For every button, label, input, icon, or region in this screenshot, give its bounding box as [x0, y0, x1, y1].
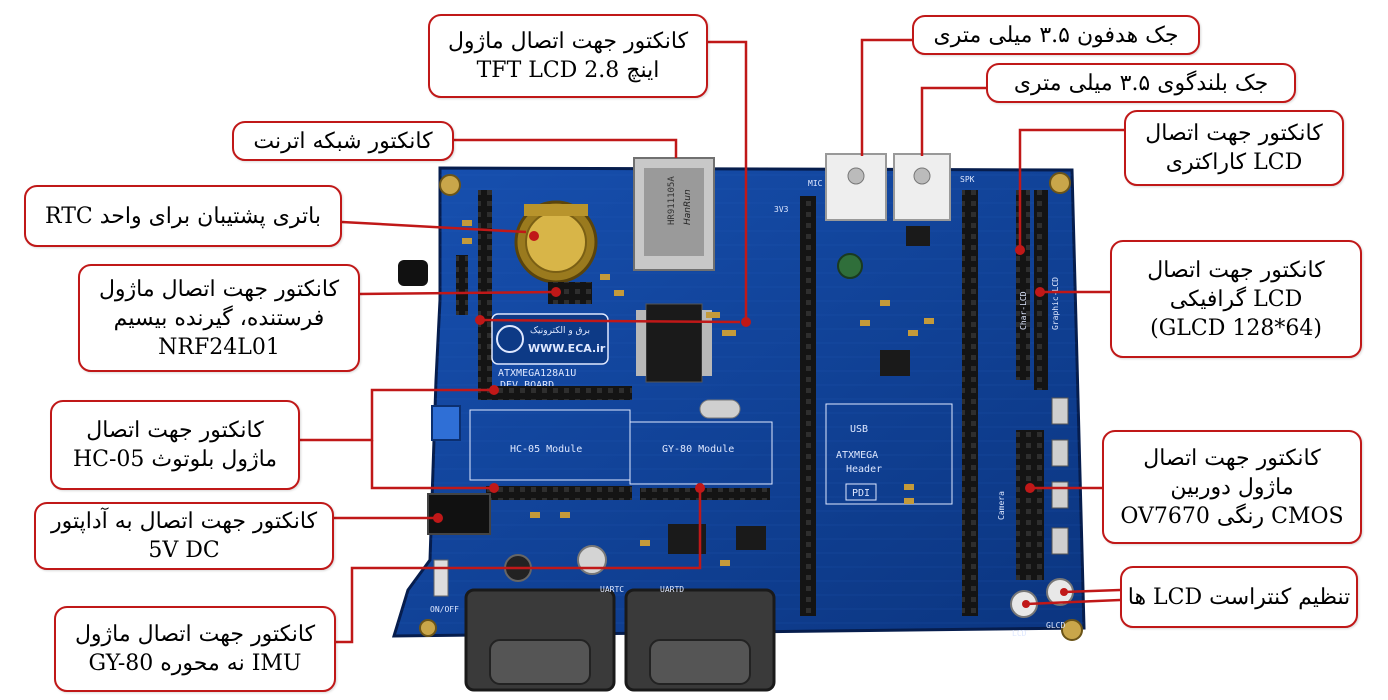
glcd-label: GLCD — [1046, 621, 1065, 630]
rj45-label: HR911105A — [667, 176, 677, 225]
callout-lcd-contrast: تنظیم کنتراست LCD ها — [1120, 566, 1358, 628]
callout-tft-lcd: کانکتور جهت اتصال ماژول اینچ TFT LCD 2.8 — [428, 14, 708, 98]
left-header-1 — [478, 190, 492, 400]
speaker-jack — [893, 153, 951, 221]
callout-text: تنظیم کنتراست LCD ها — [1127, 584, 1351, 610]
button-2 — [1051, 439, 1069, 467]
header-label: Header — [846, 464, 882, 475]
leader-dots — [433, 231, 1068, 608]
callout-char-lcd: کانکتور جهت اتصال LCD کاراکتری — [1124, 110, 1344, 186]
atxmega-header-left — [800, 196, 816, 616]
callout-text: (GLCD 128*64) — [1150, 315, 1322, 341]
callout-dc-adapter: کانکتور جهت اتصال به آداپتور 5V DC — [34, 502, 334, 570]
camera-header — [1016, 430, 1044, 580]
callout-imu-gy80: کانکتور جهت اتصال ماژول IMU نه محوره GY-… — [54, 606, 336, 692]
on-off-label: ON/OFF — [430, 605, 459, 614]
char-lcd-label: Char-LCD — [1019, 291, 1028, 330]
capacitor-2 — [577, 545, 607, 575]
rtc-battery-holder — [514, 200, 598, 284]
camera-label: Camera — [997, 491, 1006, 520]
ir-receiver — [398, 260, 428, 286]
board-sub: DEV BOARD — [500, 380, 554, 391]
v33-label: 3V3 — [774, 205, 789, 214]
smd-components — [462, 220, 934, 566]
callout-text: CMOS رنگی OV7670 — [1120, 503, 1344, 529]
callout-bluetooth: کانکتور جهت اتصال ماژول بلوتوث HC-05 — [50, 400, 300, 490]
callout-rtc-battery: باتری پشتیبان برای واحد RTC — [24, 185, 342, 247]
callout-text: کانکتور جهت اتصال — [1145, 121, 1323, 146]
usb-label: USB — [850, 424, 868, 435]
callout-text: کانکتور جهت اتصال — [86, 418, 264, 443]
mounting-holes — [419, 172, 1083, 641]
callout-text: باتری پشتیبان برای واحد RTC — [45, 203, 321, 229]
callout-text: 5V DC — [148, 538, 220, 563]
callout-text: IMU نه محوره GY-80 — [88, 651, 302, 676]
callout-ethernet: کانکتور شبکه اترنت — [232, 121, 454, 161]
left-header-2 — [456, 255, 468, 315]
callout-text: جک بلندگوی ۳.۵ میلی متری — [1013, 70, 1269, 96]
capacitor-3 — [837, 253, 863, 279]
atxmega-header-right — [962, 190, 978, 616]
lcd-label: LCD — [1012, 629, 1027, 638]
atxmega-label: ATXMEGA — [836, 450, 878, 461]
callout-text: کانکتور جهت اتصال ماژول — [447, 29, 689, 54]
pdi-label: PDI — [852, 488, 870, 499]
ic-ethernet-controller — [645, 303, 703, 383]
callout-camera-ov7670: کانکتور جهت اتصال ماژول دوربین CMOS رنگی… — [1102, 430, 1362, 544]
logo-url: WWW.ECA.ir — [528, 342, 606, 355]
callout-text: LCD کاراکتری — [1165, 150, 1303, 175]
gy80-label: GY-80 Module — [662, 444, 734, 455]
callout-text: جک هدفون ۳.۵ میلی متری — [933, 22, 1179, 48]
gy80-footprint: GY-80 Module — [629, 421, 773, 500]
logo-sub: برق و الکترونیک — [530, 326, 590, 336]
callout-nrf24l01: کانکتور جهت اتصال ماژول فرستنده، گیرنده … — [78, 264, 360, 372]
callout-text: LCD گرافیکی — [1169, 286, 1303, 312]
char-lcd-header — [1016, 190, 1030, 380]
callout-speaker-jack: جک بلندگوی ۳.۵ میلی متری — [986, 63, 1296, 103]
callout-text: ماژول بلوتوث HC-05 — [72, 447, 278, 472]
mic-label: MIC — [808, 179, 823, 188]
ic-audio-amp — [906, 226, 930, 246]
graphic-lcd-label: Graphic-LCD — [1051, 277, 1060, 330]
nrf-header — [548, 282, 592, 304]
callout-text: کانکتور جهت اتصال ماژول — [98, 276, 340, 302]
callout-text: کانکتور جهت اتصال — [1147, 257, 1325, 283]
ic-24cxx — [736, 526, 766, 550]
db9-uartd — [624, 588, 776, 692]
power-switch — [433, 559, 449, 597]
callout-text: اینچ TFT LCD 2.8 — [476, 58, 660, 83]
rj45-brand: HanRun — [683, 189, 693, 225]
uartc-label: UARTC — [600, 585, 624, 594]
callout-text: ماژول دوربین — [1170, 474, 1294, 500]
board-silkscreen-labels: MIC SPK 3V3 LCD GLCD ON/OFF UARTC UARTD … — [430, 175, 1065, 638]
eca-logo-block: WWW.ECA.ir برق و الکترونیک ATXMEGA128A1U… — [491, 313, 609, 391]
spk-label: SPK — [960, 175, 975, 184]
board-name: ATXMEGA128A1U — [498, 368, 576, 379]
crystal — [699, 399, 741, 419]
callout-text: کانکتور شبکه اترنت — [253, 128, 433, 154]
callout-text: کانکتور جهت اتصال به آداپتور — [50, 509, 318, 534]
trimmer-pot — [431, 405, 461, 441]
hc05-footprint: HC-05 Module — [469, 386, 632, 500]
button-1 — [1051, 397, 1069, 425]
leader-lines — [300, 38, 1124, 644]
callout-text: فرستنده، گیرنده بیسیم — [113, 305, 325, 331]
callout-headphone-jack: جک هدفون ۳.۵ میلی متری — [912, 15, 1200, 55]
button-3 — [1051, 481, 1069, 509]
rj45-jack: HR911105A HanRun — [633, 157, 715, 271]
pcb-body — [391, 166, 1086, 638]
callout-text: کانکتور جهت اتصال — [1143, 445, 1321, 471]
callout-text: NRF24L01 — [158, 334, 280, 360]
headphone-jack — [825, 153, 887, 221]
ic-codec — [880, 350, 910, 376]
button-4 — [1051, 527, 1069, 555]
uartd-label: UARTD — [660, 585, 684, 594]
callout-text: کانکتور جهت اتصال ماژول — [74, 622, 316, 647]
hc05-label: HC-05 Module — [510, 444, 582, 455]
db9-uartc — [464, 588, 616, 692]
callout-glcd: کانکتور جهت اتصال LCD گرافیکی (GLCD 128*… — [1110, 240, 1362, 358]
atxmega-silkscreen: USB ATXMEGA Header PDI — [825, 403, 953, 505]
